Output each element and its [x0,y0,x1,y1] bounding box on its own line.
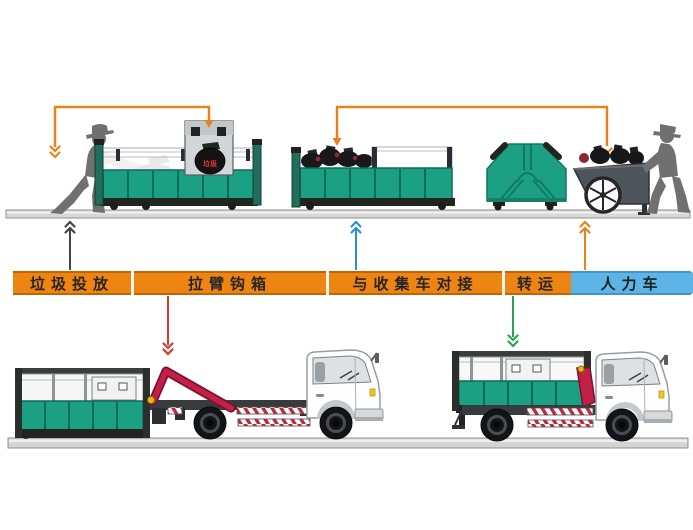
hook-lift-truck [15,349,384,441]
ground-container [15,368,150,439]
truck-wheel [192,405,228,441]
banner-label: 转运 [516,274,559,293]
hook-container-with-hopper: 垃圾 [94,120,262,210]
bags-on-cart [579,144,644,165]
arrow-down-hook [162,296,174,356]
truck-wheel [318,405,354,441]
hazard-stripe [237,418,311,427]
flow-bracket-cart [332,105,613,161]
banner-label: 人力车 [600,274,664,293]
road-bottom [7,437,689,449]
arrow-up-dock [350,220,362,270]
arrow-up-cart [579,220,591,270]
open-top-container [291,145,455,210]
truck-cab [595,351,673,424]
container-transfer-truck [452,351,673,443]
banner-divider [326,271,329,295]
banner-label: 垃圾投放 [29,274,114,293]
hazard-stripe [236,406,311,415]
hook-mechanism [576,365,596,409]
truck-wheel [479,407,515,443]
banner-label: 与收集车对接 [352,274,479,293]
drop-hopper: 垃圾 [184,120,234,176]
banner-label: 拉臂钩箱 [187,274,272,293]
bags-in-container [301,145,373,169]
sealed-transfer-container [486,142,567,211]
banner-segment-handcart: 人力车 [571,271,693,295]
truck-wheel [604,407,640,443]
banner-divider [131,271,134,295]
sanitation-worker [642,124,690,214]
hazard-stripe [527,419,594,428]
arrow-up-drop [64,220,76,270]
hazard-stripe [526,407,594,416]
flow-bracket-drop [49,105,214,159]
banner-segment-dock: 与收集车对接 [329,271,502,295]
process-banner: 垃圾投放 拉臂钩箱 与收集车对接 转运 人力车 [13,271,693,295]
cart-wheel [584,176,622,214]
hand-cart [572,144,650,215]
hook-arm [147,366,236,413]
hopper-bag-label: 垃圾 [203,159,218,168]
banner-segment-transfer: 转运 [505,271,571,295]
banner-divider [502,271,505,295]
platform-top [5,209,691,219]
banner-segment-hook-box: 拉臂钩箱 [134,271,326,295]
banner-segment-drop: 垃圾投放 [13,271,131,295]
arrow-down-transfer [507,296,519,348]
loaded-container [452,351,591,413]
